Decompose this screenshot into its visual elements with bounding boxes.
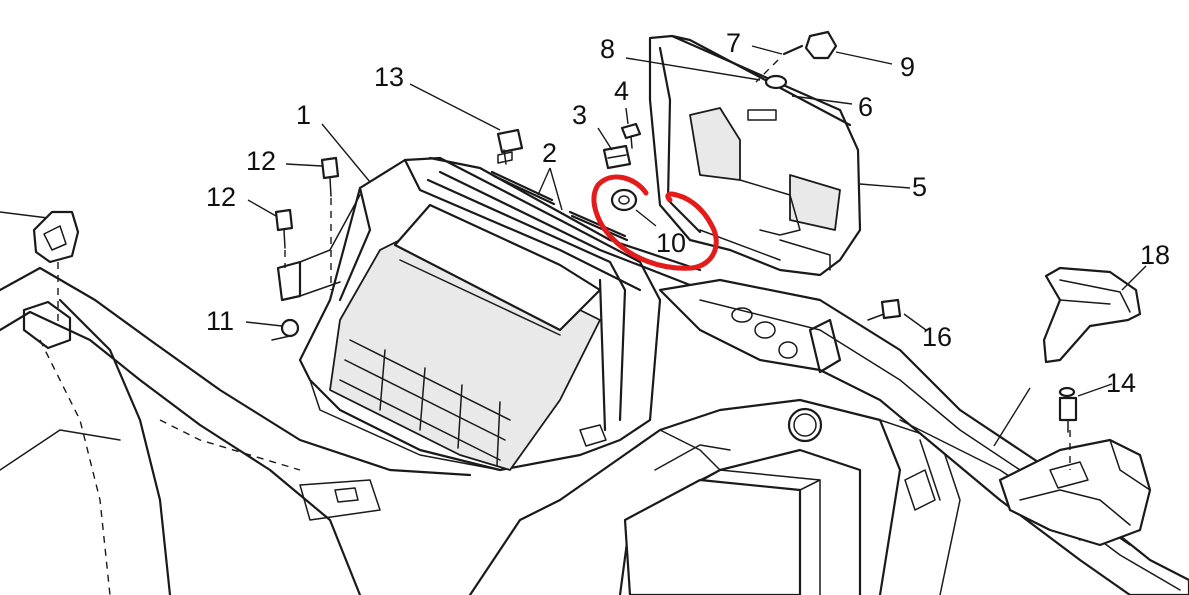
callout-11: 11 bbox=[206, 306, 234, 336]
washer-part-6 bbox=[764, 74, 788, 90]
highlight-circle bbox=[591, 174, 719, 271]
callout-16: 16 bbox=[922, 322, 952, 352]
bolt-part-12-lower bbox=[274, 208, 294, 268]
callout-7: 7 bbox=[726, 28, 741, 58]
bolt-part-13 bbox=[496, 128, 524, 165]
grommet-part-10 bbox=[610, 188, 638, 212]
main-housing bbox=[276, 156, 702, 472]
strip-part-2 bbox=[490, 170, 629, 242]
callout-9: 9 bbox=[900, 52, 915, 82]
bracket-part bbox=[0, 210, 80, 322]
callout-14: 14 bbox=[1106, 368, 1136, 398]
left-floor-panel bbox=[0, 266, 472, 595]
bolt-part-14 bbox=[1058, 386, 1078, 433]
callout-6: 6 bbox=[858, 92, 873, 122]
bolt-part-12-upper bbox=[320, 156, 340, 290]
callout-13: 13 bbox=[374, 62, 404, 92]
callout-3: 3 bbox=[572, 100, 587, 130]
right-lower-component bbox=[998, 430, 1152, 547]
pin-part-7 bbox=[755, 44, 804, 83]
callout-1: 1 bbox=[296, 100, 311, 130]
callout-18: 18 bbox=[1140, 240, 1170, 270]
clip-part-3 bbox=[602, 144, 632, 170]
mount-part-18 bbox=[1042, 266, 1142, 364]
callout-8: 8 bbox=[600, 34, 615, 64]
fastener-part-11 bbox=[271, 318, 300, 341]
bolt-part-16 bbox=[867, 298, 902, 321]
callout-12-lower: 12 bbox=[206, 182, 236, 212]
callout-labels: 1 2 3 4 5 6 7 8 9 10 11 12 12 13 14 16 1… bbox=[206, 28, 1170, 398]
leader-lines bbox=[245, 45, 1147, 447]
callout-4: 4 bbox=[614, 76, 629, 106]
callout-2: 2 bbox=[542, 138, 557, 168]
knob-part-9 bbox=[804, 30, 838, 60]
screw-part-4 bbox=[620, 122, 642, 149]
callout-5: 5 bbox=[912, 172, 927, 202]
callout-10: 10 bbox=[656, 228, 686, 258]
floor-structure bbox=[468, 398, 961, 595]
callout-12-upper: 12 bbox=[246, 146, 276, 176]
